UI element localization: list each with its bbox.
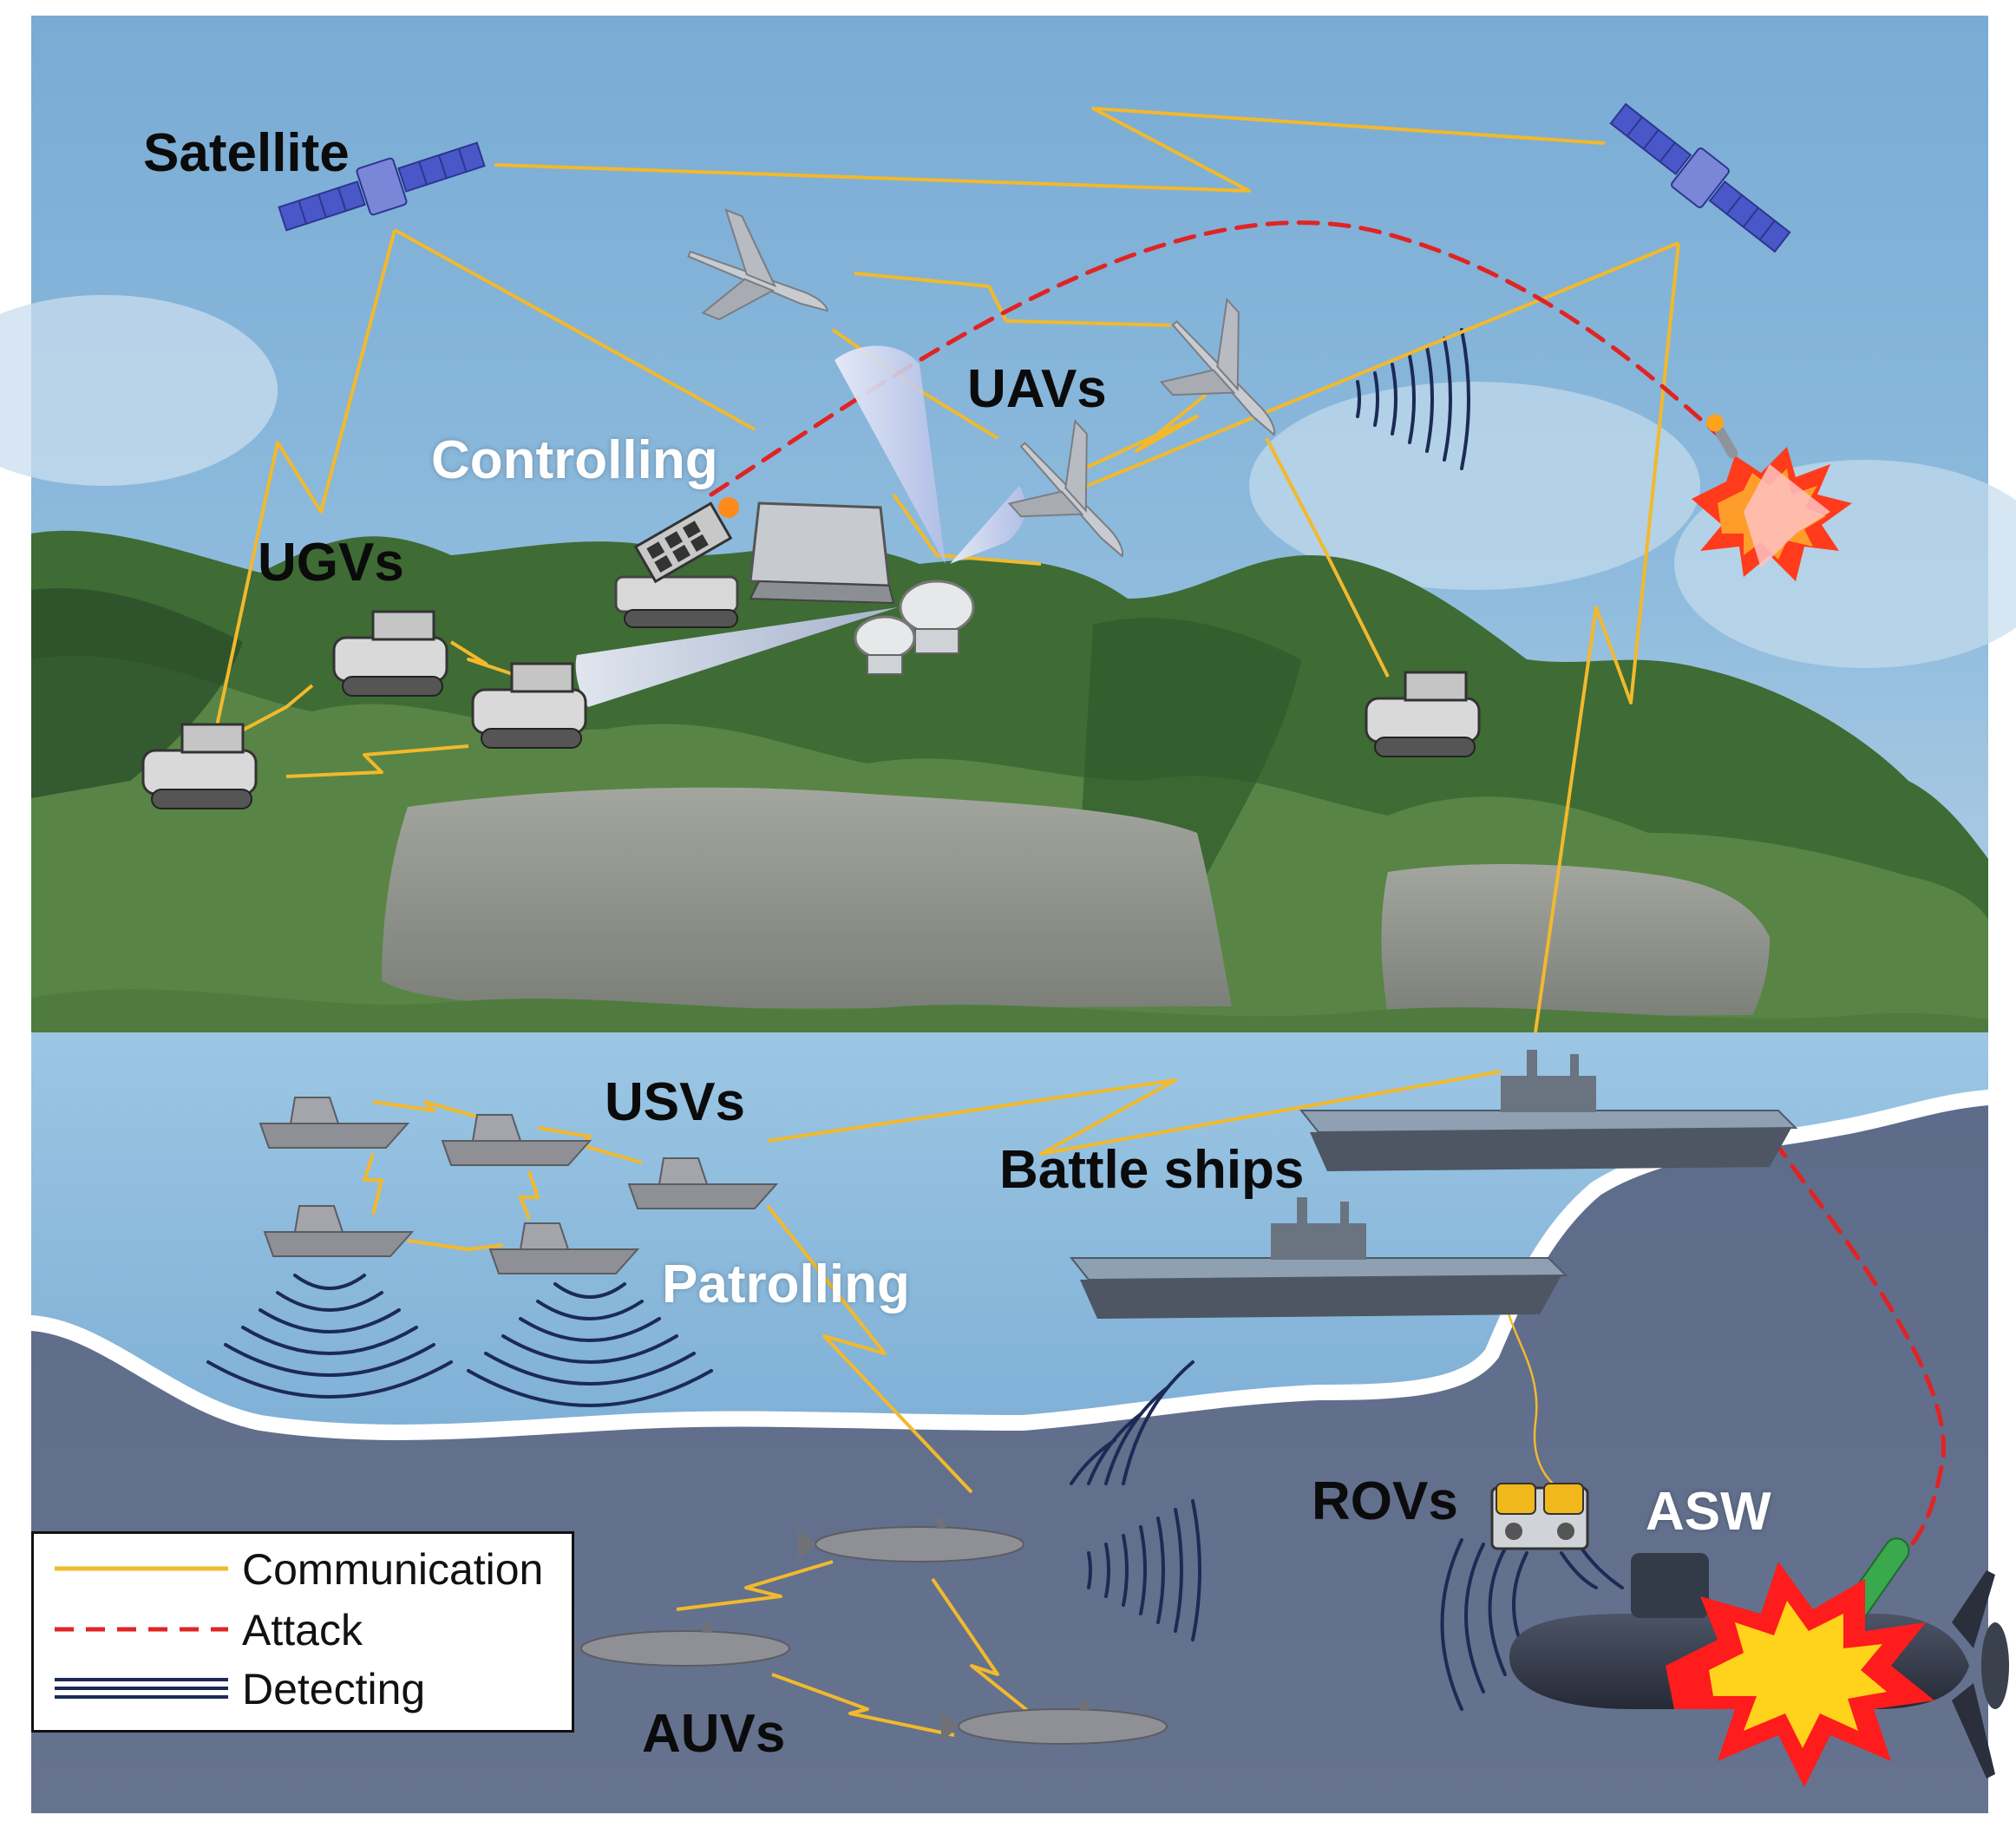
- comm-link: [285, 744, 469, 778]
- auv-icon: [798, 1518, 1024, 1563]
- label-satellite: Satellite: [143, 123, 350, 183]
- comm-link: [1534, 242, 1680, 1033]
- cloud: [0, 295, 278, 486]
- comm-link: [407, 1239, 504, 1251]
- ugv-icon: [1365, 671, 1481, 757]
- mountain-shadow: [31, 588, 243, 798]
- rov-tether: [1503, 1283, 1554, 1484]
- comm-link: [766, 1204, 973, 1494]
- comm-link: [767, 1070, 1502, 1156]
- usv-icon: [441, 1114, 592, 1166]
- comm-link: [892, 493, 1042, 566]
- comm-link: [1265, 437, 1390, 678]
- legend-item-detecting: Detecting: [34, 1661, 572, 1716]
- ugv-icon: [471, 662, 587, 749]
- attack-dashed-line-icon: [55, 1627, 228, 1632]
- legend-label-attack: Attack: [242, 1606, 363, 1654]
- legend: Communication Attack Detecting: [31, 1531, 574, 1733]
- label-controlling: Controlling: [431, 430, 718, 490]
- communication-links: [211, 107, 1680, 1737]
- detecting-triple-line-icon: [55, 1678, 228, 1699]
- battleship-icon: [1069, 1197, 1568, 1319]
- comm-link: [1023, 241, 1679, 514]
- legend-item-communication: Communication: [34, 1541, 572, 1596]
- attack-path-torpedo: [1771, 1138, 1946, 1556]
- legend-item-attack: Attack: [34, 1602, 572, 1657]
- satellite-icon: [278, 141, 486, 232]
- usv-icon: [259, 1097, 410, 1149]
- ugv-icon: [141, 723, 258, 809]
- uav-icon: [1007, 419, 1124, 558]
- label-usvs: USVs: [605, 1072, 745, 1132]
- comm-link: [211, 229, 396, 747]
- comm-link: [854, 272, 1172, 327]
- legend-label-communication: Communication: [242, 1545, 544, 1594]
- usv-icon: [488, 1222, 640, 1274]
- cliff-face-right: [1381, 863, 1770, 1018]
- detection-wave-icon: [1070, 1360, 1195, 1485]
- detection-wave-icon: [1356, 328, 1470, 470]
- cloud: [1249, 382, 1700, 590]
- uav-icon: [1159, 298, 1276, 436]
- comm-link: [771, 1673, 955, 1737]
- explosion-icon: [1666, 1562, 1934, 1787]
- explosion-icon: [1692, 447, 1852, 581]
- attack-paths: [709, 220, 1946, 1556]
- cliff-face-left: [382, 787, 1232, 1009]
- radar-icon: [749, 501, 895, 605]
- label-battle-ships: Battle ships: [999, 1140, 1305, 1200]
- foliage-strip: [31, 989, 1988, 1041]
- comm-link: [363, 1153, 383, 1215]
- comm-link: [394, 228, 756, 431]
- radar-beams: [575, 345, 1026, 707]
- comm-link: [494, 107, 1606, 193]
- attack-path-missile: [709, 220, 1725, 497]
- background: [0, 16, 2016, 1813]
- detection-wave-icon: [1440, 1538, 1624, 1711]
- battleship-icon: [1299, 1050, 1798, 1171]
- label-auvs: AUVs: [642, 1704, 786, 1764]
- detection-wave-icon: [467, 1282, 713, 1407]
- comm-link: [449, 640, 521, 678]
- comm-link: [1083, 393, 1208, 470]
- detection-wave-icon: [1087, 1499, 1201, 1641]
- radar-beam: [575, 607, 898, 707]
- rov-icon: [1490, 1483, 1589, 1550]
- missile-launcher-icon: [614, 497, 739, 628]
- label-rovs: ROVs: [1312, 1471, 1458, 1531]
- radar-beam: [835, 345, 946, 564]
- usv-icon: [627, 1157, 779, 1209]
- ugv-icon: [332, 610, 448, 697]
- detection-wave-icon: [206, 1274, 453, 1399]
- detection-waves: [206, 328, 1624, 1711]
- comm-link: [372, 1100, 487, 1121]
- label-uavs: UAVs: [967, 359, 1107, 419]
- usv-icon: [263, 1205, 415, 1257]
- radar-beam: [950, 486, 1026, 564]
- comm-link: [676, 1560, 834, 1611]
- label-patrolling: Patrolling: [662, 1255, 910, 1314]
- auv-icon: [941, 1700, 1168, 1745]
- satellite-icon: [1609, 102, 1791, 253]
- uav-icon: [687, 208, 828, 321]
- label-ugvs: UGVs: [258, 533, 404, 593]
- comm-link: [519, 1170, 540, 1220]
- comm-link: [931, 1577, 1038, 1720]
- incoming-missile: [1706, 414, 1738, 459]
- label-asw: ASW: [1646, 1482, 1771, 1542]
- communication-line-icon: [55, 1566, 228, 1571]
- legend-label-detecting: Detecting: [242, 1665, 426, 1713]
- radar-dish-icon: [854, 580, 975, 675]
